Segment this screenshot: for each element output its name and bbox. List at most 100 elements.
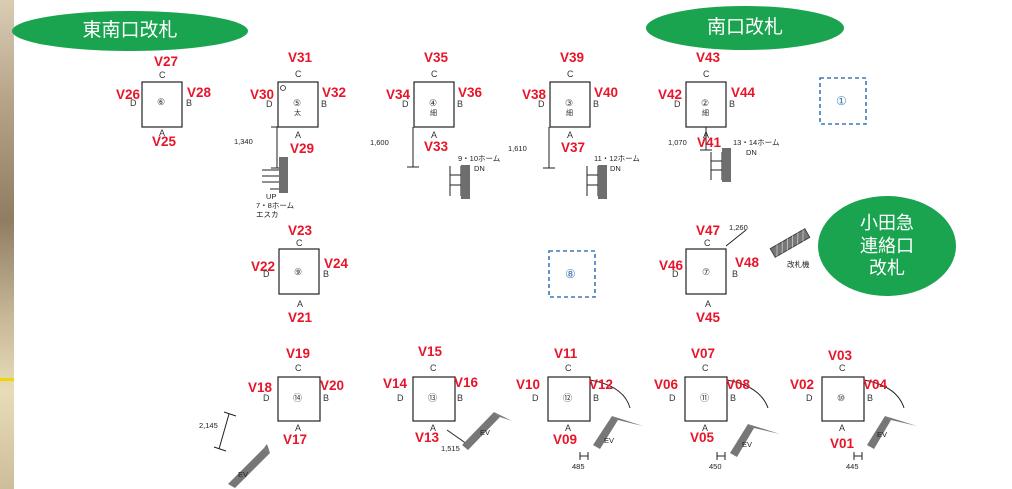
face-letter-b: B <box>186 98 193 108</box>
vertex-label: V21 <box>288 310 313 325</box>
vertex-label: V15 <box>418 344 443 359</box>
ticket-gate-machine-label: 改札機 <box>787 260 810 269</box>
platform-stair-label: 9・10ホーム <box>458 154 501 163</box>
vertex-label: V32 <box>322 85 347 100</box>
vertex-label: V47 <box>696 223 721 238</box>
face-letter-d: D <box>266 99 273 109</box>
vertex-label: V34 <box>386 87 411 102</box>
vertex-label: V23 <box>288 223 313 238</box>
pillar-size-note: 細 <box>566 110 573 117</box>
vertex-label: V20 <box>320 378 345 393</box>
vertex-label: V17 <box>283 432 308 447</box>
vertex-label: V46 <box>659 258 684 273</box>
vertex-label: V40 <box>594 85 619 100</box>
pillar-number: ④ <box>429 98 438 108</box>
vertex-label: V02 <box>790 377 815 392</box>
face-letter-b: B <box>323 393 330 403</box>
face-letter-c: C <box>703 69 710 79</box>
face-letter-b: B <box>593 393 600 403</box>
face-letter-d: D <box>402 99 409 109</box>
vertex-label: V35 <box>424 50 449 65</box>
vertex-label: V16 <box>454 375 479 390</box>
face-letter-a: A <box>295 130 302 140</box>
pillar-number: ⑪ <box>700 393 710 403</box>
stair-down-label: DN <box>474 164 485 173</box>
elevator-label: EV <box>480 428 491 437</box>
face-letter-d: D <box>806 393 813 403</box>
vertex-label: V10 <box>516 377 541 392</box>
face-letter-c: C <box>702 363 709 373</box>
dimension-value: 1,610 <box>508 144 527 153</box>
stair-down-label: DN <box>746 148 757 157</box>
elevator-label: EV <box>742 440 753 449</box>
pillar-number: ② <box>701 98 710 108</box>
vertex-label: V12 <box>589 377 614 392</box>
photo-edge-strip <box>0 0 14 489</box>
pillar-number: ⑤ <box>293 98 302 108</box>
vertex-label: V43 <box>696 50 721 65</box>
face-letter-b: B <box>321 99 328 109</box>
vertex-label: V27 <box>154 54 179 69</box>
vertex-label: V33 <box>424 139 449 154</box>
face-letter-a: A <box>297 299 304 309</box>
vertex-label: V04 <box>863 377 888 392</box>
odakyu-gate-label: 小田急 連絡口 改札 <box>818 196 956 296</box>
vertex-label: V08 <box>726 377 751 392</box>
vertex-label: V31 <box>288 50 313 65</box>
face-letter-a: A <box>430 423 437 433</box>
vertex-label: V19 <box>286 346 311 361</box>
face-letter-a: A <box>705 299 712 309</box>
pillar-number: ⑦ <box>702 267 711 277</box>
platform-stair-label: 11・12ホーム <box>594 154 640 163</box>
face-letter-a: A <box>703 130 710 140</box>
vertex-label: V03 <box>828 348 853 363</box>
vertex-label: V06 <box>654 377 679 392</box>
face-letter-d: D <box>130 98 137 108</box>
vertex-label: V48 <box>735 255 760 270</box>
dimension-value: 2,145 <box>199 421 218 430</box>
dimension-value: 1,600 <box>370 138 389 147</box>
vertex-label: V37 <box>561 140 586 155</box>
face-letter-b: B <box>729 99 736 109</box>
pillar-size-note: 細 <box>430 110 437 117</box>
face-letter-d: D <box>669 393 676 403</box>
face-letter-b: B <box>457 393 464 403</box>
pillar-number: ③ <box>565 98 574 108</box>
vertex-label: V25 <box>152 134 177 149</box>
stair-up-label: UP <box>266 192 277 201</box>
vertex-label: V36 <box>458 85 483 100</box>
vertex-label: V09 <box>553 432 578 447</box>
vertex-label: V01 <box>830 436 855 451</box>
vertex-label: V11 <box>554 346 578 361</box>
vertex-label: V42 <box>658 87 683 102</box>
pillar-number: ⑥ <box>157 97 166 107</box>
face-letter-d: D <box>674 99 681 109</box>
face-letter-c: C <box>567 69 574 79</box>
face-letter-b: B <box>457 99 464 109</box>
vertex-label: V22 <box>251 259 276 274</box>
pillar-number: ⑩ <box>837 393 846 403</box>
face-letter-c: C <box>565 363 572 373</box>
face-letter-c: C <box>296 238 303 248</box>
pillar-number: ⑨ <box>294 267 303 277</box>
dimension-value: 1,260 <box>729 223 748 232</box>
face-letter-a: A <box>567 130 574 140</box>
escalator-label: 7・8ホーム エスカ <box>256 201 295 219</box>
dimension-value: 450 <box>709 462 722 471</box>
southeast-gate-label: 東南口改札 <box>12 11 248 51</box>
vertex-label: V28 <box>187 85 212 100</box>
face-letter-a: A <box>431 130 438 140</box>
dimension-value: 1,515 <box>441 444 460 453</box>
pillar-number: ⑬ <box>428 393 438 403</box>
face-letter-b: B <box>732 269 739 279</box>
face-letter-d: D <box>538 99 545 109</box>
face-letter-a: A <box>565 423 572 433</box>
face-letter-c: C <box>704 238 711 248</box>
face-letter-b: B <box>593 99 600 109</box>
dimension-value: 1,340 <box>234 137 253 146</box>
face-letter-c: C <box>430 363 437 373</box>
elevator-label: EV <box>238 470 249 479</box>
face-letter-c: C <box>295 69 302 79</box>
